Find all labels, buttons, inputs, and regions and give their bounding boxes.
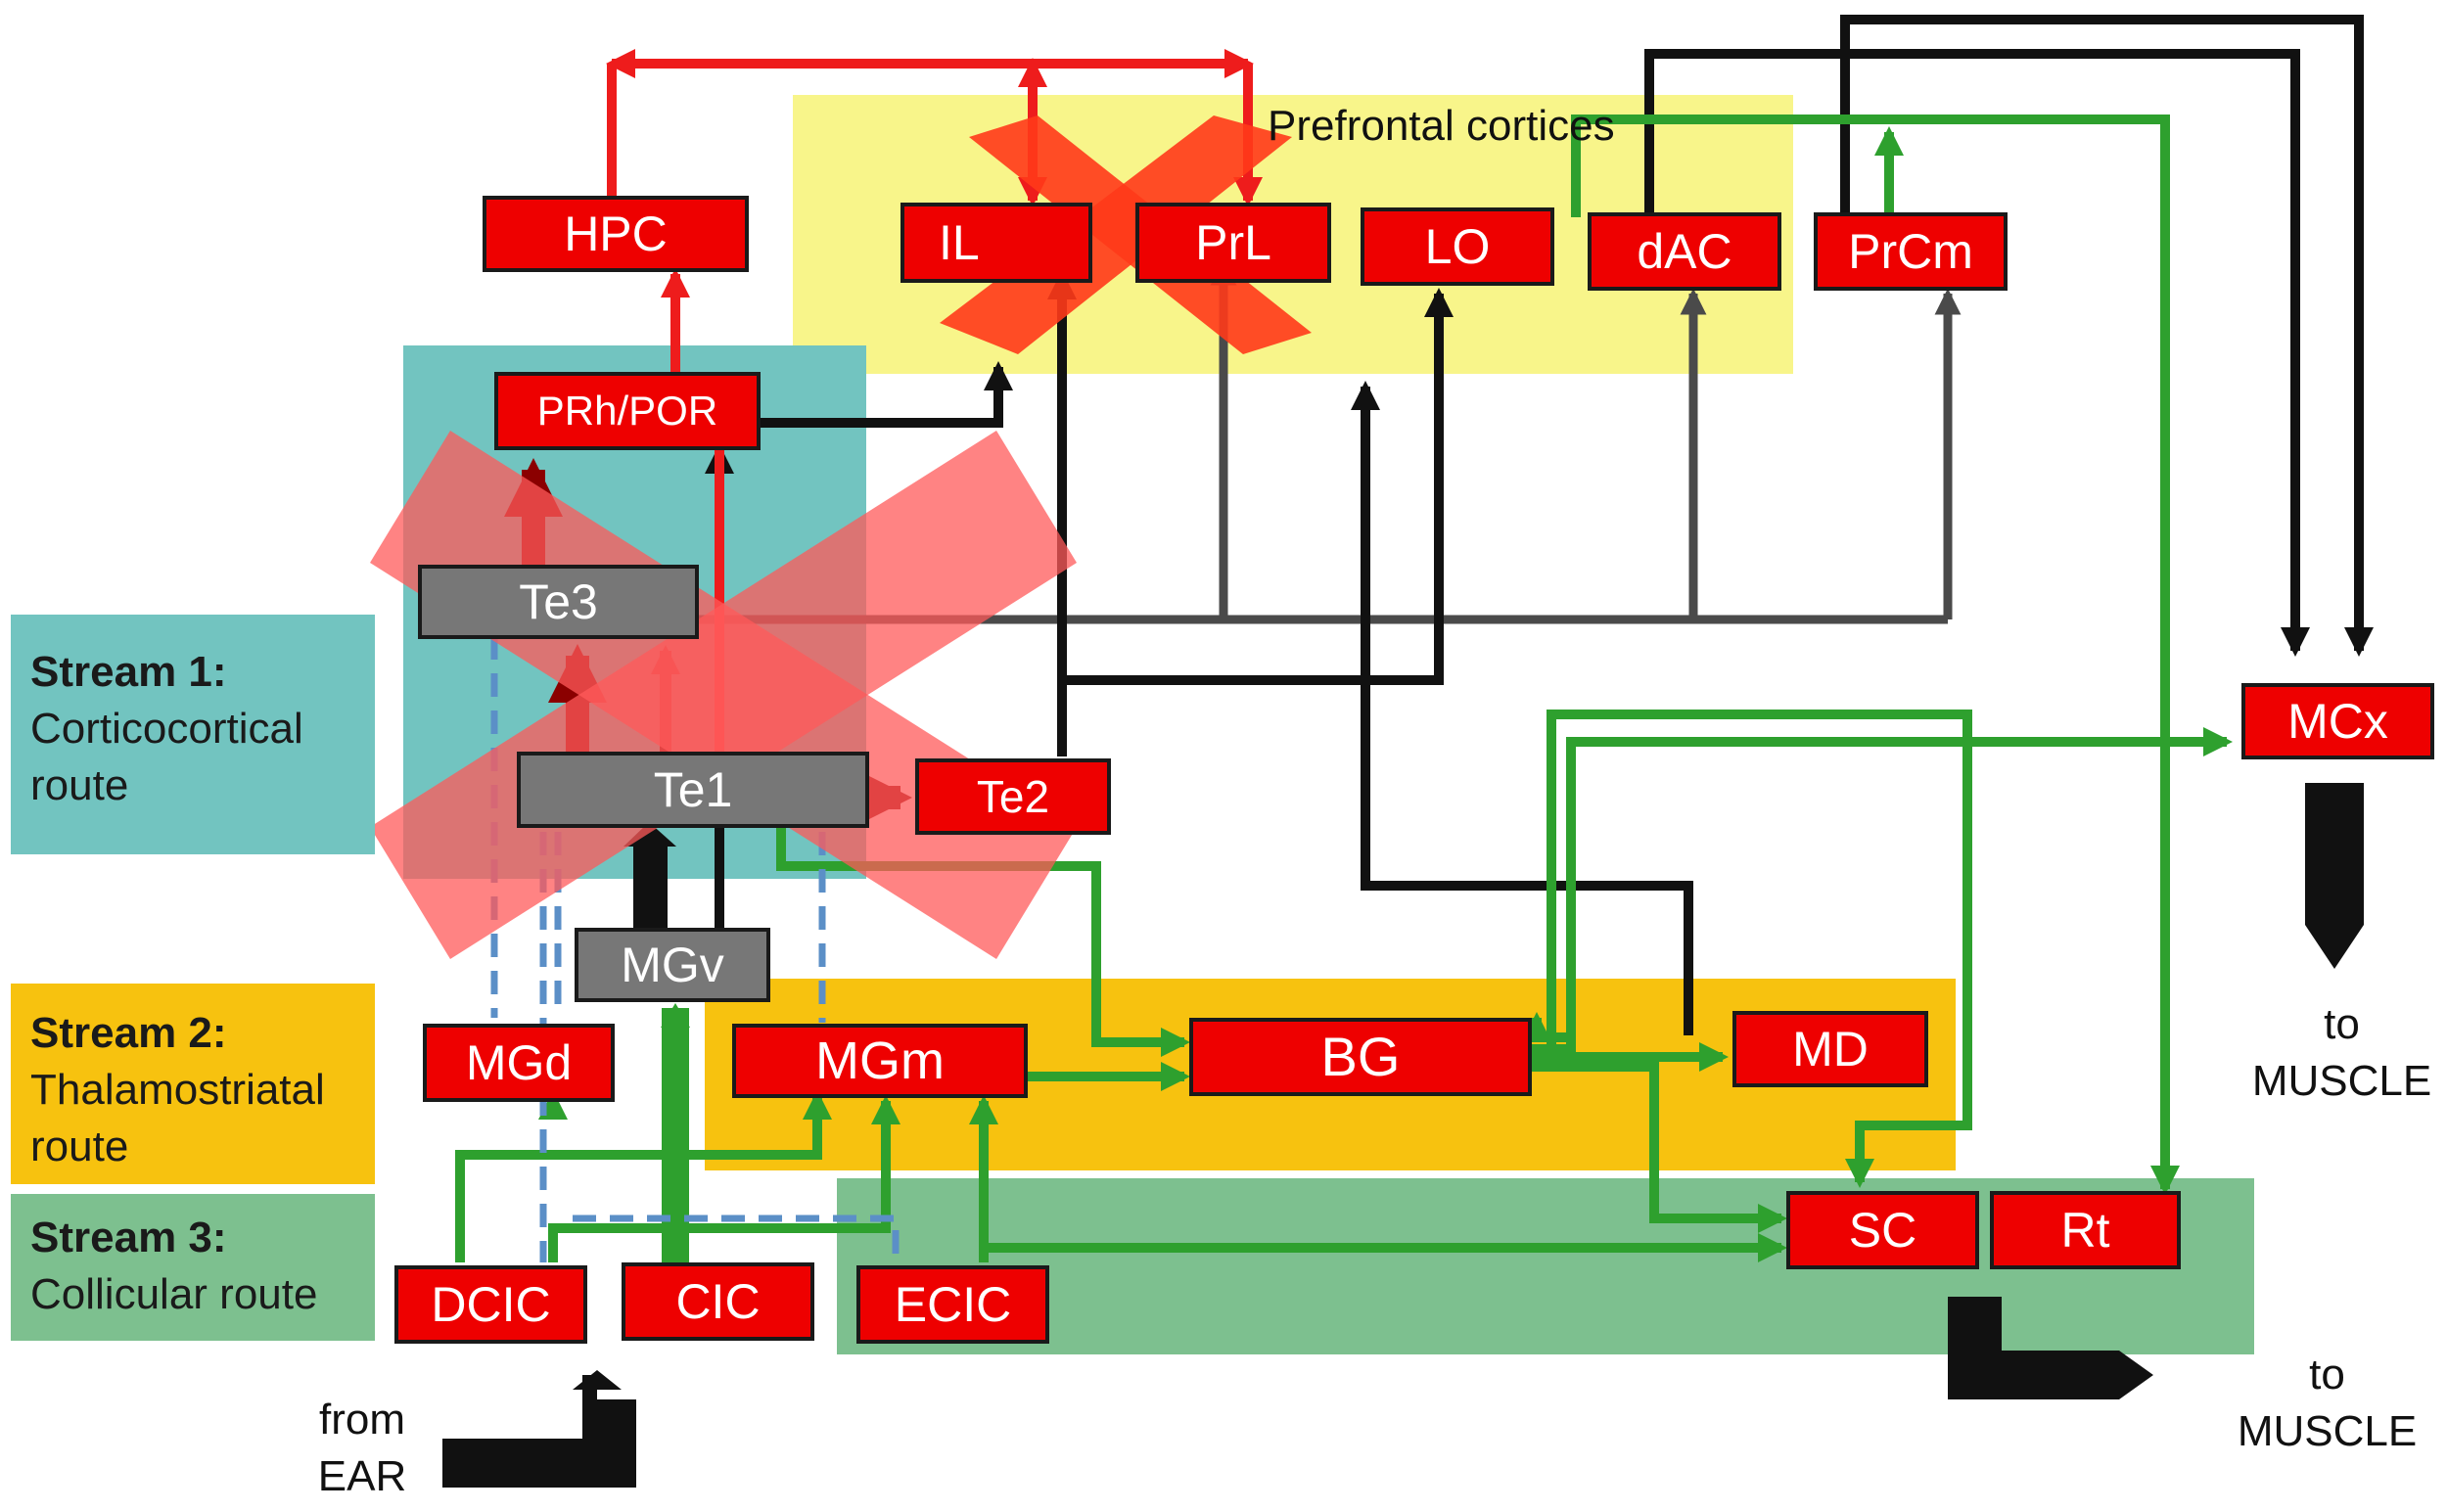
node-hpc[interactable]: HPC (483, 196, 749, 272)
node-te2[interactable]: Te2 (915, 758, 1111, 835)
stream1-line1: Corticocortical (30, 705, 303, 753)
node-rt[interactable]: Rt (1990, 1191, 2181, 1269)
to-muscle-1-line1: to (2324, 1000, 2360, 1048)
node-il[interactable]: IL (900, 203, 1092, 283)
to-muscle-label-1: to MUSCLE (2237, 996, 2447, 1110)
stream1-label: Stream 1: Corticocortical route (11, 615, 375, 854)
stream2-line2: route (30, 1123, 129, 1170)
node-mgv[interactable]: MGv (575, 928, 770, 1002)
to-muscle-1-line2: MUSCLE (2251, 1057, 2432, 1105)
stream2-label: Stream 2: Thalamostriatal route (11, 984, 375, 1184)
from-ear-line1: from (319, 1396, 405, 1443)
from-ear-label: from EAR (294, 1392, 431, 1505)
node-mcx[interactable]: MCx (2241, 683, 2434, 759)
from-ear-line2: EAR (317, 1452, 407, 1500)
node-ecic[interactable]: ECIC (856, 1265, 1049, 1344)
node-prl[interactable]: PrL (1135, 203, 1331, 283)
node-dac[interactable]: dAC (1588, 212, 1781, 291)
node-sc[interactable]: SC (1786, 1191, 1979, 1269)
to-muscle-label-2: to MUSCLE (2222, 1347, 2432, 1460)
node-te3[interactable]: Te3 (418, 565, 699, 639)
green-paths (455, 115, 2233, 1262)
node-lo[interactable]: LO (1361, 207, 1554, 286)
to-muscle-2-line2: MUSCLE (2237, 1407, 2418, 1455)
stream1-title: Stream 1: (30, 648, 227, 696)
node-prh-por[interactable]: PRh/POR (494, 372, 761, 450)
stream3-line1: Collicular route (30, 1270, 318, 1318)
stream2-title: Stream 2: (30, 1009, 227, 1057)
node-dcic[interactable]: DCIC (394, 1265, 587, 1344)
stream1-line2: route (30, 761, 129, 809)
to-muscle-2-line1: to (2309, 1351, 2345, 1398)
node-bg[interactable]: BG (1189, 1018, 1532, 1096)
node-mgd[interactable]: MGd (423, 1024, 615, 1102)
node-md[interactable]: MD (1732, 1011, 1928, 1087)
stream2-line1: Thalamostriatal (30, 1066, 325, 1114)
output-arrows (442, 783, 2364, 1488)
node-cic[interactable]: CIC (622, 1262, 814, 1341)
node-mgm[interactable]: MGm (732, 1024, 1028, 1098)
node-te1[interactable]: Te1 (517, 752, 869, 828)
stream3-title: Stream 3: (30, 1214, 227, 1261)
prefrontal-region-label: Prefrontal cortices (1268, 102, 1615, 150)
stream3-label: Stream 3: Collicular route (11, 1194, 375, 1341)
node-prcm[interactable]: PrCm (1814, 212, 2008, 291)
